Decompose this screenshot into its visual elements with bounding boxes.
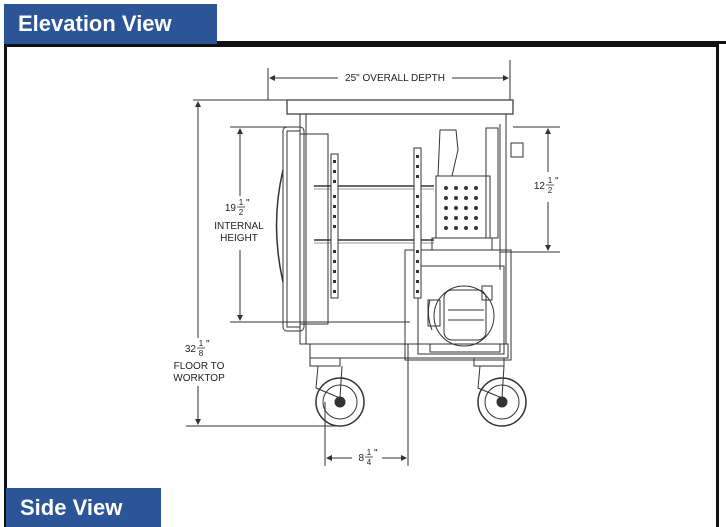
overall-depth-dimension xyxy=(267,60,511,100)
overall-depth-label: 25" OVERALL DEPTH xyxy=(345,73,445,84)
shelf-standards xyxy=(330,147,422,299)
side-view-header: Side View xyxy=(6,488,161,527)
caster-offset-num: 1 xyxy=(367,448,372,457)
drawing-frame xyxy=(4,44,719,527)
internal-height-den: 2 xyxy=(239,208,244,217)
internal-height-inch: " xyxy=(246,198,250,209)
evaporator-housing xyxy=(431,127,499,251)
floor-to-worktop-whole: 32 xyxy=(185,344,197,355)
caster-offset-den: 4 xyxy=(367,458,372,467)
floor-to-worktop-num: 1 xyxy=(199,339,204,348)
floor-to-worktop-inch: " xyxy=(206,339,210,350)
side-height-dimension xyxy=(500,126,560,253)
elevation-view-header: Elevation View xyxy=(4,4,217,44)
caster-front xyxy=(309,357,365,427)
side-height-whole: 12 xyxy=(534,181,546,192)
header-rule xyxy=(217,41,726,44)
internal-height-whole: 19 xyxy=(225,203,237,214)
side-height-den: 2 xyxy=(548,186,553,195)
caster-offset-inch: " xyxy=(374,448,378,459)
rear-vent xyxy=(510,142,524,158)
internal-height-label-1: INTERNAL xyxy=(214,221,264,232)
floor-to-worktop-label-1: FLOOR TO xyxy=(174,361,225,372)
cabinet-body xyxy=(299,113,512,361)
internal-height-dimension xyxy=(230,126,330,323)
compressor xyxy=(427,285,501,353)
caster-rear xyxy=(473,357,527,427)
floor-to-worktop-den: 8 xyxy=(199,349,204,358)
worktop xyxy=(286,99,514,115)
floor-to-worktop-dimension xyxy=(186,99,340,427)
side-height-inch: " xyxy=(555,176,559,187)
side-height-num: 1 xyxy=(548,176,553,185)
door xyxy=(275,126,329,332)
internal-height-label-2: HEIGHT xyxy=(220,233,258,244)
caster-offset-dimension xyxy=(324,344,409,466)
internal-height-num: 1 xyxy=(239,198,244,207)
floor-to-worktop-label-2: WORKTOP xyxy=(173,373,225,384)
caster-offset-whole: 8 xyxy=(358,453,364,464)
